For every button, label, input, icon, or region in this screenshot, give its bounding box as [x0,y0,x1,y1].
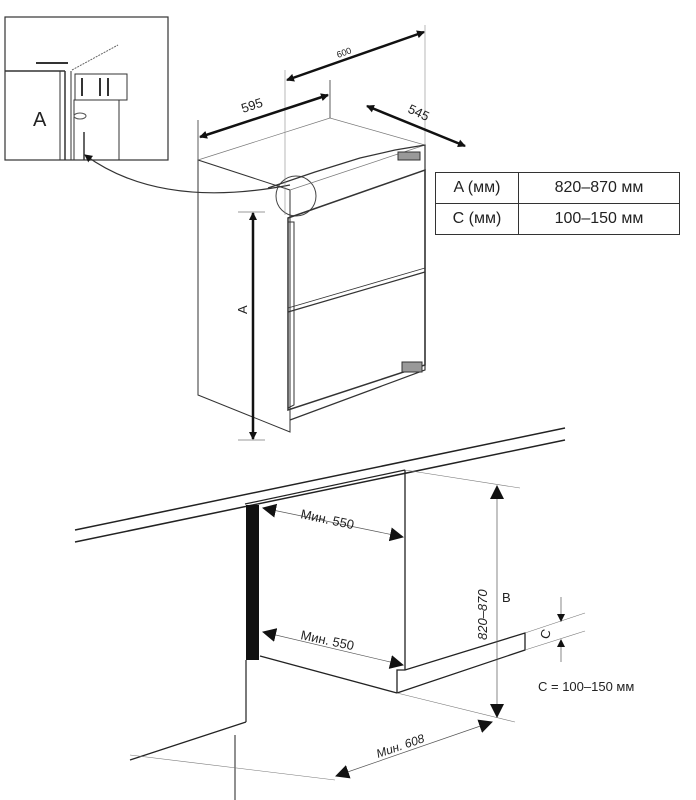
cabinet-drawing [74,427,586,800]
dimension-a-label: A [235,305,250,314]
table-cell-value: 820–870 мм [518,172,680,204]
c-label: C [537,627,554,641]
height-range-label: 820–870 [475,589,490,640]
dimension-600-arrow [286,30,425,82]
dimensions-table: A (мм) 820–870 мм C (мм) 100–150 мм [435,172,680,235]
min-550-upper-label: Мин. 550 [299,506,355,532]
dimension-545-arrow [366,104,466,148]
dimension-545-label: 545 [406,101,432,124]
table-row: C (мм) 100–150 мм [435,203,680,235]
min-550-lower-arrow [262,628,404,669]
table-cell-value: 100–150 мм [518,203,680,235]
c-note: C = 100–150 мм [538,679,634,694]
dimension-595-arrow [199,93,329,139]
fridge-drawing [197,25,427,441]
min-608-label: Мин. 608 [374,731,426,761]
detail-arrow [84,154,291,194]
table-row: A (мм) 820–870 мм [435,172,680,204]
table-cell-key: C (мм) [435,203,519,235]
dimension-595-label: 595 [239,95,264,116]
min-608-arrow [335,719,493,779]
inset-detail: A [4,16,169,161]
table-cell-key: A (мм) [435,172,519,204]
min-550-lower-label: Мин. 550 [299,627,355,653]
dimension-600-label: 600 [335,45,353,60]
detail-circle [275,175,317,217]
min-550-upper-arrow [262,503,404,542]
b-label: B [502,590,511,605]
inset-label: A [33,109,47,131]
